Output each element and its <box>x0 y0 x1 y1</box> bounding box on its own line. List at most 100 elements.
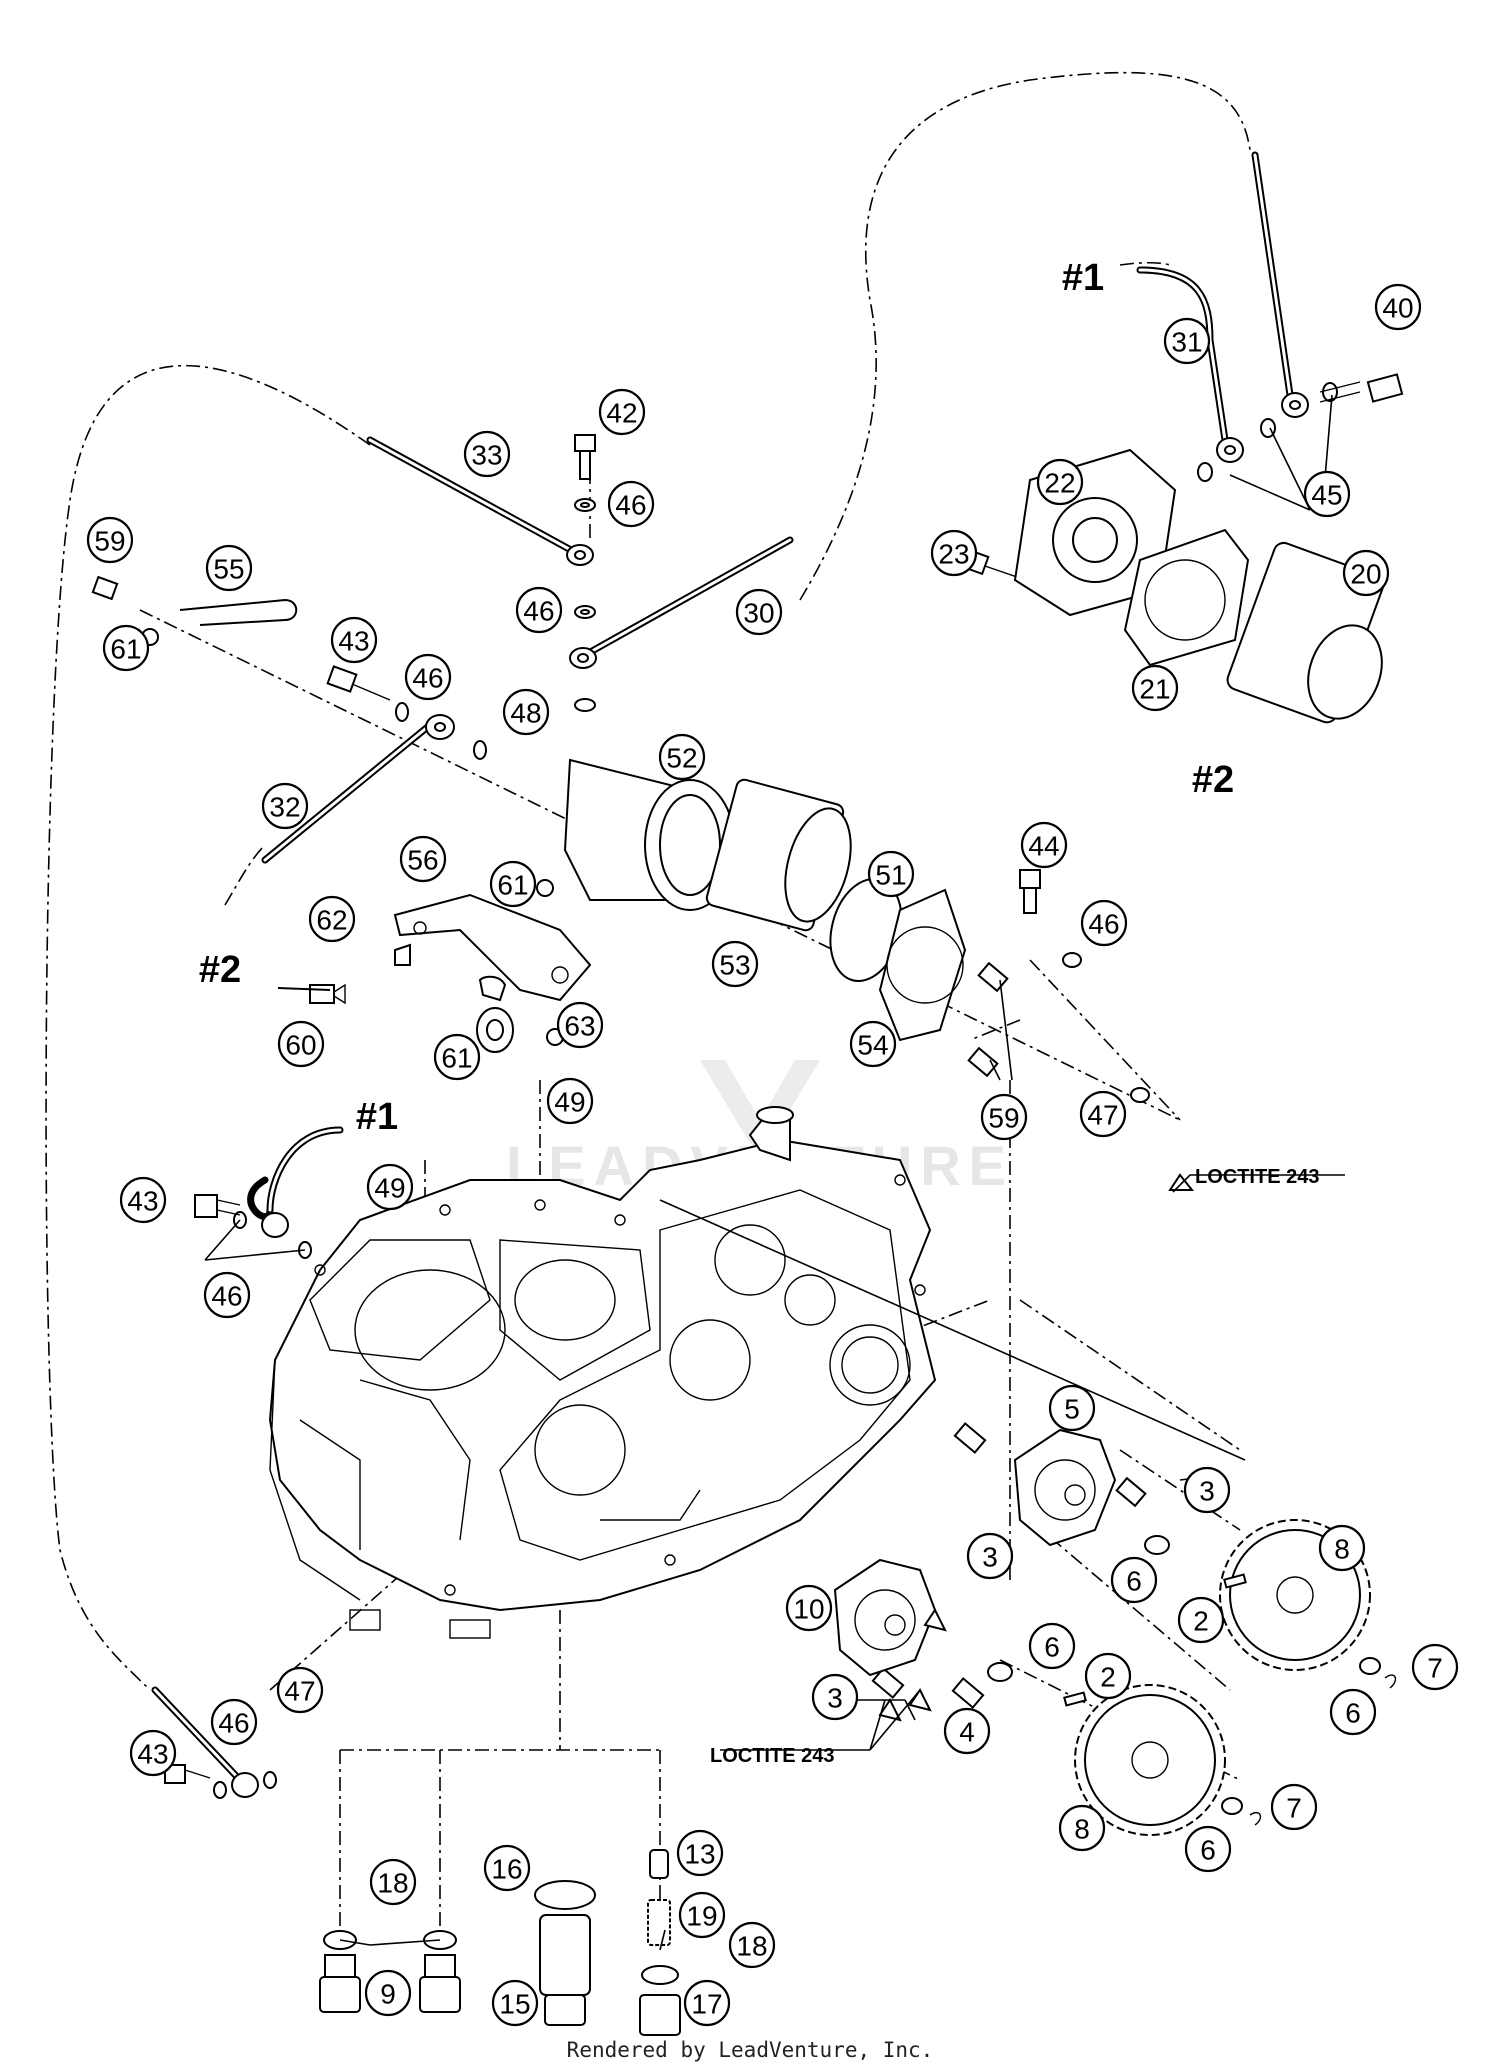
callout-c53: 53 <box>711 940 759 988</box>
callout-number: 46 <box>1088 909 1119 940</box>
callout-circle <box>399 835 447 883</box>
callout-c54: 54 <box>849 1020 897 1068</box>
callout-number: 2 <box>1193 1606 1209 1637</box>
callout-c43c: 43 <box>129 1729 177 1777</box>
callout-circle <box>785 1584 833 1632</box>
ref-2-right: #2 <box>1192 759 1234 801</box>
callout-c33: 33 <box>463 430 511 478</box>
callout-c30: 30 <box>735 588 783 636</box>
callout-number: 6 <box>1345 1698 1361 1729</box>
callout-number: 42 <box>606 398 637 429</box>
callout-c5: 5 <box>1048 1384 1096 1432</box>
callout-circle <box>119 1176 167 1224</box>
callout-number: 17 <box>691 1989 722 2020</box>
callout-circle <box>1048 1384 1096 1432</box>
callout-circle <box>556 1001 604 1049</box>
callout-circle <box>546 1077 594 1125</box>
callout-number: 43 <box>338 626 369 657</box>
callout-c46b: 46 <box>515 586 563 634</box>
callout-c49a: 49 <box>546 1077 594 1125</box>
loctite-notes: LOCTITE 243 LOCTITE 243 <box>710 1166 1319 1767</box>
callout-circle <box>1058 1804 1106 1852</box>
callout-c40: 40 <box>1374 283 1422 331</box>
oil-filter-cover-assembly <box>1013 448 1385 724</box>
callout-number: 45 <box>1311 480 1342 511</box>
callout-circle <box>1163 317 1211 365</box>
callout-circle <box>366 1163 414 1211</box>
callout-c61c: 61 <box>433 1033 481 1081</box>
callout-number: 40 <box>1382 293 1413 324</box>
callout-circle <box>1184 1825 1232 1873</box>
callout-c7b: 7 <box>1270 1783 1318 1831</box>
callout-number: 31 <box>1171 327 1202 358</box>
callout-c48: 48 <box>502 688 550 736</box>
callout-number: 61 <box>497 870 528 901</box>
callout-c17: 17 <box>683 1979 731 2027</box>
callout-c43a: 43 <box>330 616 378 664</box>
callout-circle <box>1036 458 1084 506</box>
callout-c46c: 46 <box>404 653 452 701</box>
footer-credit: Rendered by LeadVenture, Inc. <box>566 2038 934 2062</box>
callout-number: 59 <box>94 526 125 557</box>
callout-number: 16 <box>491 1854 522 1885</box>
callout-c6d: 6 <box>1184 1825 1232 1873</box>
callout-c63: 63 <box>556 1001 604 1049</box>
callout-c46d: 46 <box>1080 899 1128 947</box>
callout-c43b: 43 <box>119 1176 167 1224</box>
callout-c42: 42 <box>598 388 646 436</box>
callout-c18a: 18 <box>369 1858 417 1906</box>
callout-c8a: 8 <box>1318 1524 1366 1572</box>
callout-circle <box>1084 1652 1132 1700</box>
callout-circle <box>966 1532 1014 1580</box>
callout-circle <box>308 895 356 943</box>
brackets <box>179 598 592 1053</box>
callout-circle <box>1329 1688 1377 1736</box>
callout-c6b: 6 <box>1028 1622 1076 1670</box>
callout-circle <box>1079 1090 1127 1138</box>
callout-number: 20 <box>1350 559 1381 590</box>
callout-circle <box>205 544 253 592</box>
callout-number: 61 <box>441 1043 472 1074</box>
callout-c23: 23 <box>930 529 978 577</box>
callout-c52: 52 <box>658 733 706 781</box>
callout-number: 2 <box>1100 1662 1116 1693</box>
callout-c55: 55 <box>205 544 253 592</box>
callout-number: 19 <box>686 1901 717 1932</box>
callout-c18b: 18 <box>728 1921 776 1969</box>
callout-c3c: 3 <box>811 1673 859 1721</box>
callout-c3a: 3 <box>1183 1466 1231 1514</box>
callout-c9: 9 <box>364 1969 412 2017</box>
callout-c59a: 59 <box>86 516 134 564</box>
callout-circle <box>203 1271 251 1319</box>
callout-number: 4 <box>959 1717 975 1748</box>
callout-number: 60 <box>285 1030 316 1061</box>
callout-number: 10 <box>793 1594 824 1625</box>
callout-number: 18 <box>736 1931 767 1962</box>
callout-circle <box>867 850 915 898</box>
callout-number: 33 <box>471 440 502 471</box>
callout-circle <box>276 1666 324 1714</box>
callout-number: 8 <box>1074 1814 1090 1845</box>
callout-circle <box>735 588 783 636</box>
callout-number: 23 <box>938 539 969 570</box>
callout-circle <box>1131 664 1179 712</box>
callout-number: 54 <box>857 1030 888 1061</box>
callout-circle <box>483 1844 531 1892</box>
callout-c32: 32 <box>261 782 309 830</box>
callout-circle <box>433 1033 481 1081</box>
callout-circle <box>658 733 706 781</box>
callout-c6a: 6 <box>1110 1556 1158 1604</box>
callout-circle <box>711 940 759 988</box>
callout-number: 56 <box>407 845 438 876</box>
callout-number: 15 <box>499 1989 530 2020</box>
callout-number: 30 <box>743 598 774 629</box>
callout-c2b: 2 <box>1084 1652 1132 1700</box>
callout-circle <box>598 388 646 436</box>
callout-number: 49 <box>554 1087 585 1118</box>
callout-number: 32 <box>269 792 300 823</box>
callout-circle <box>102 624 150 672</box>
crankcase <box>268 1106 937 1639</box>
callout-c21: 21 <box>1131 664 1179 712</box>
